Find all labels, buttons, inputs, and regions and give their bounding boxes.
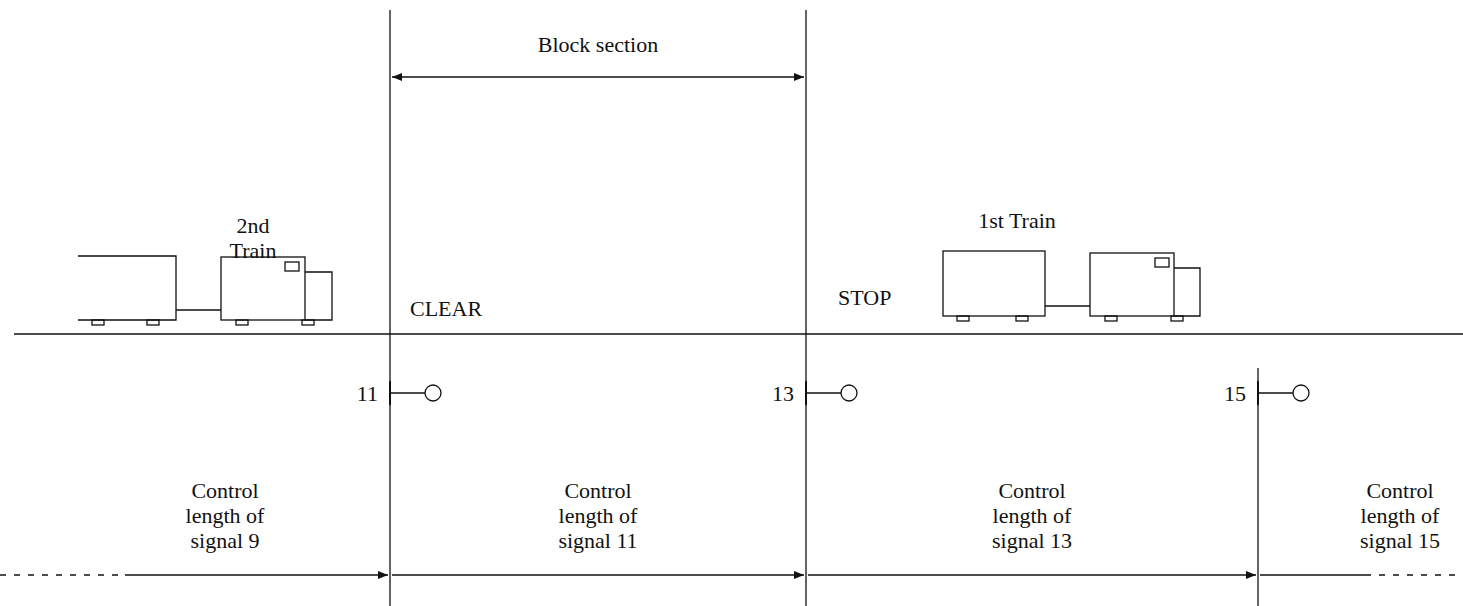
block-boundary xyxy=(389,10,390,606)
block-boundary xyxy=(1257,368,1258,606)
signal-symbol xyxy=(1258,381,1309,405)
control-length-label: Control length of signal 11 xyxy=(546,478,650,553)
block-boundary xyxy=(805,10,806,606)
control-length-arrow xyxy=(0,574,1463,575)
control-length-label: Control length of signal 15 xyxy=(1348,478,1452,553)
control-length-label: Control length of signal 9 xyxy=(173,478,277,553)
section-label: Block section xyxy=(538,32,658,57)
signal-number: 15 xyxy=(1224,381,1246,406)
signal-number: 11 xyxy=(357,381,378,406)
second-train xyxy=(78,256,332,325)
signal-number: 13 xyxy=(772,381,794,406)
train-label: 1st Train xyxy=(978,208,1056,233)
block-section-arrow xyxy=(392,76,804,77)
signal-symbol xyxy=(806,381,857,405)
control-length-label: Control length of signal 13 xyxy=(980,478,1084,553)
track xyxy=(14,333,1463,335)
first-train xyxy=(943,251,1200,321)
train-label: 2nd Train xyxy=(218,213,288,263)
signal-aspect: STOP xyxy=(838,285,891,310)
signal-symbol xyxy=(390,381,441,405)
signal-aspect: CLEAR xyxy=(410,296,482,321)
